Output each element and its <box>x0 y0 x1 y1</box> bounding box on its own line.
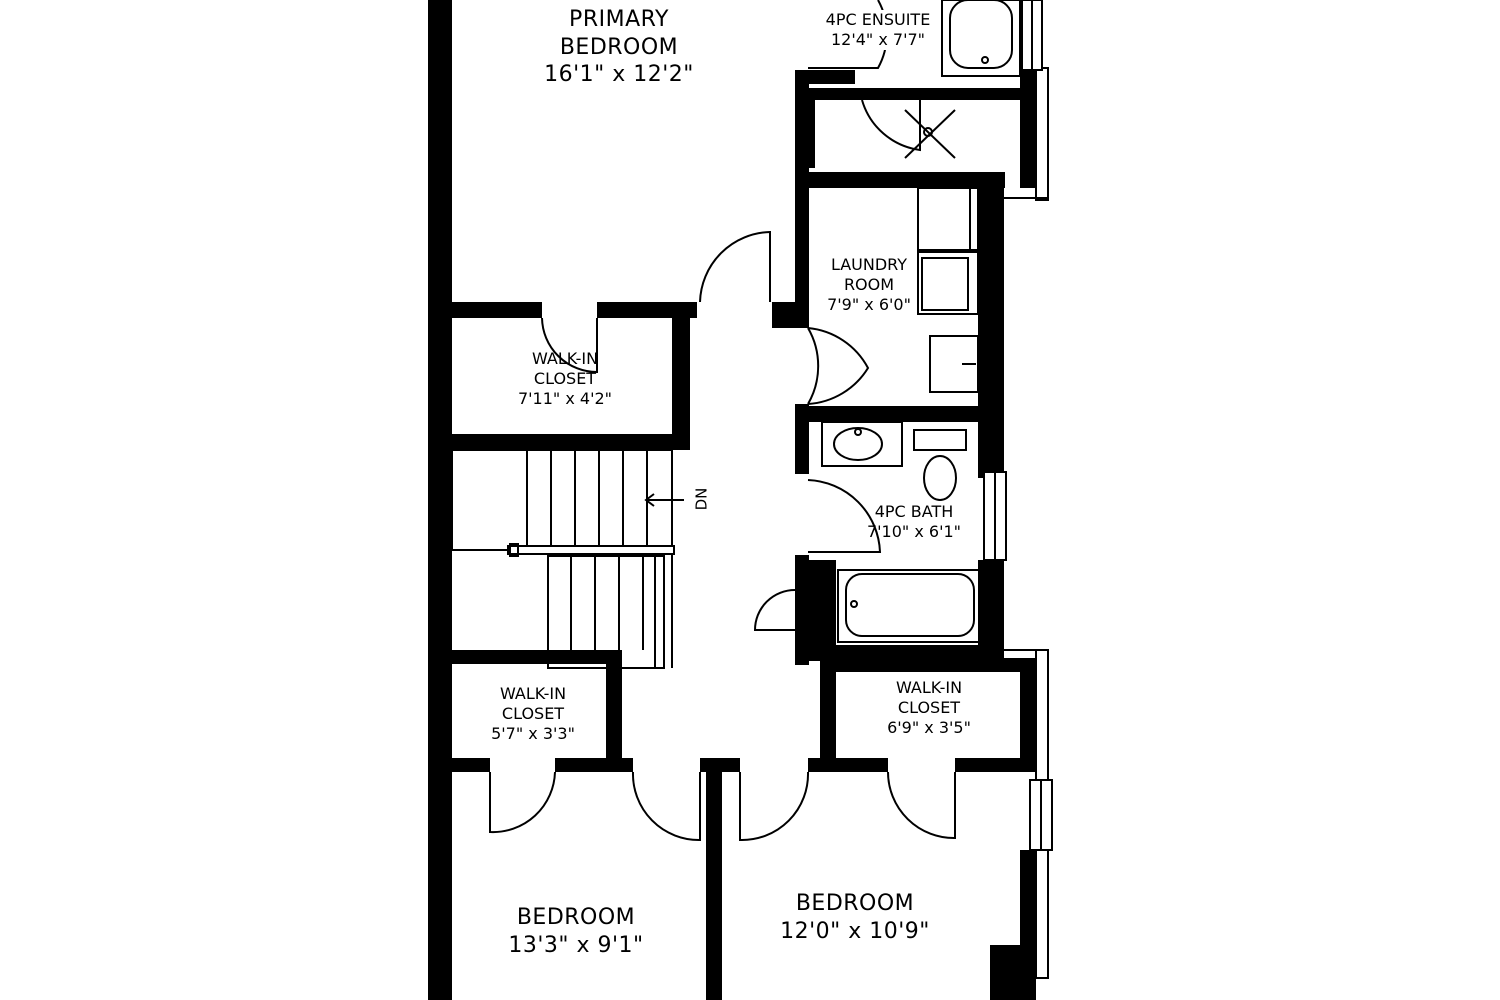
door-bedroom-right <box>739 771 810 842</box>
wall-ensuite-shower-top <box>795 88 1035 100</box>
laundry-cabinet <box>917 187 979 251</box>
door-closet-right <box>887 771 956 840</box>
stair-lower-run <box>547 555 665 669</box>
toilet-tank <box>913 429 967 451</box>
wall-ensuite-bottom <box>795 172 1005 188</box>
door-linen <box>753 589 796 631</box>
wall-laundry-right <box>978 188 1004 478</box>
door-closet-left <box>489 771 556 834</box>
stair-upper-run <box>451 449 673 551</box>
toilet-bowl <box>923 455 957 501</box>
wall-bedroom-top-a <box>700 758 740 772</box>
label-closet-left: WALK-IN CLOSET 5'7" x 3'3" <box>491 684 575 743</box>
staircase <box>451 449 684 669</box>
wall-left-exterior <box>428 0 452 1000</box>
wall-shower-divider <box>805 88 815 168</box>
wall-bath-bottom <box>795 645 995 661</box>
door-laundry <box>807 327 820 405</box>
wall-closet-top-a <box>452 302 542 318</box>
wall-ensuite-right <box>1020 70 1036 188</box>
wall-closet-left-right <box>606 650 622 772</box>
wall-bath-tub-divider <box>808 560 836 645</box>
wall-bedroom-top-c <box>955 758 1035 772</box>
wall-right-exterior-bottom <box>990 945 1036 1000</box>
ensuite-exterior-sill <box>1035 67 1049 201</box>
bath-sink <box>833 427 883 461</box>
label-bath: 4PC BATH 7'10" x 6'1" <box>866 502 962 541</box>
stair-handrail <box>507 545 675 555</box>
label-closet-right: WALK-IN CLOSET 6'9" x 3'5" <box>887 678 971 737</box>
door-bedroom-left <box>631 771 701 842</box>
washer <box>917 251 979 315</box>
wall-closet-right-right <box>1020 658 1036 772</box>
door-bath <box>807 479 882 553</box>
laundry-sink <box>929 335 979 393</box>
wall-closet-top-bottom <box>452 434 690 450</box>
wall-closet-right-top <box>820 658 1030 672</box>
bath-vanity <box>821 421 903 467</box>
label-ensuite: 4PC ENSUITE 12'4" x 7'7" <box>825 10 931 50</box>
wall-closet-top-right <box>672 302 690 450</box>
label-primary-bedroom: PRIMARY BEDROOM 16'1" x 12'2" <box>544 7 694 87</box>
stair-direction-label: DN <box>692 487 711 511</box>
label-bedroom-left: BEDROOM 13'3" x 9'1" <box>508 905 644 958</box>
door-closet-top <box>541 317 598 374</box>
wall-ensuite-top <box>795 70 855 84</box>
windows <box>983 0 1053 851</box>
label-bedroom-right: BEDROOM 12'0" x 10'9" <box>780 891 930 944</box>
label-laundry: LAUNDRY ROOM 7'9" x 6'0" <box>827 255 911 314</box>
wall-closet-left-top <box>452 650 622 664</box>
exterior-thin-walls <box>1004 67 1049 979</box>
door-shower <box>861 99 921 152</box>
label-closet-top: WALK-IN CLOSET 7'11" x 4'2" <box>517 349 613 408</box>
ensuite-tub <box>941 0 1021 77</box>
wall-closet-right-left <box>820 658 836 768</box>
wall-bedroom-divider <box>706 758 722 1000</box>
closet-right-exterior-sill <box>1035 649 1049 781</box>
door-primary <box>699 230 771 303</box>
wall-closet-left-bottom-a <box>452 758 490 772</box>
wall-bath-left <box>795 555 809 665</box>
bath-tub <box>837 569 981 643</box>
wall-right-exterior-lower <box>1020 850 1036 950</box>
fixtures <box>821 0 1021 643</box>
bedroom-right-exterior-sill <box>1035 849 1049 979</box>
wall-laundry-left-a <box>772 302 808 328</box>
walls <box>428 0 1036 1000</box>
wall-laundry-bottom <box>795 406 990 422</box>
wall-closet-left-bottom-b <box>555 758 633 772</box>
